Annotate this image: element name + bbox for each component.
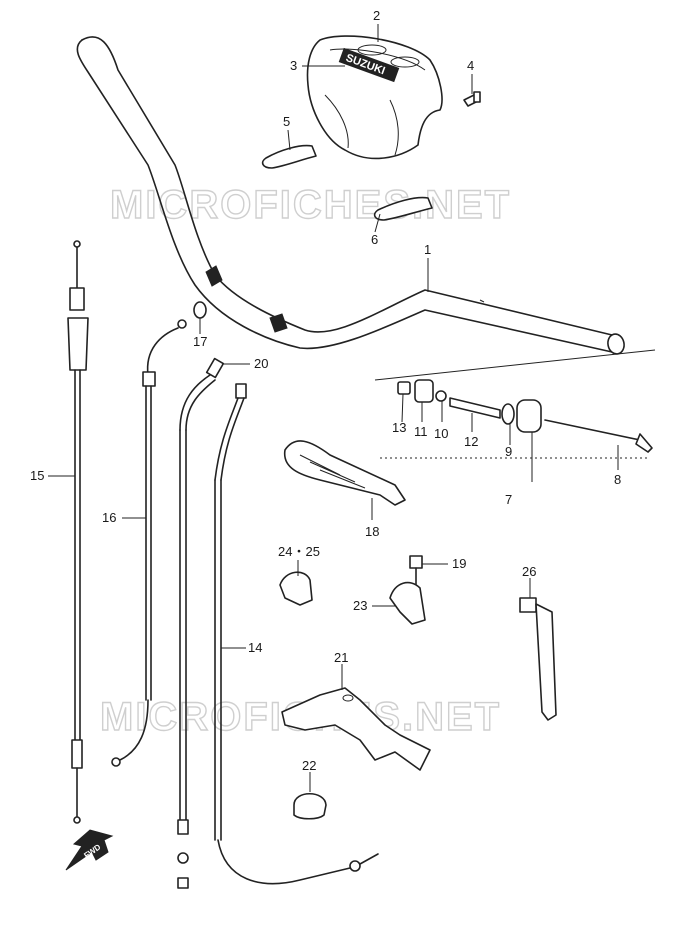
bolt-4 (463, 91, 481, 107)
label-22: 22 (302, 758, 316, 773)
handlebar (76, 36, 625, 355)
label-21: 21 (334, 650, 348, 665)
bracket-5 (261, 144, 317, 169)
label-15: 15 (30, 468, 44, 483)
bracket-18 (284, 440, 406, 506)
label-23: 23 (353, 598, 367, 613)
part-labels: 2 3 4 5 6 1 13 11 10 12 9 7 8 18 17 20 1… (30, 8, 621, 773)
clamp-22 (293, 792, 327, 820)
label-26: 26 (522, 564, 536, 579)
cap-17 (193, 301, 207, 319)
label-12: 12 (464, 434, 478, 449)
label-17: 17 (193, 334, 207, 349)
cable-14 (214, 383, 379, 885)
label-9: 9 (505, 444, 512, 459)
label-13: 13 (392, 420, 406, 435)
cable-middle (177, 357, 225, 889)
bracket-21 (281, 687, 431, 771)
label-1: 1 (424, 242, 431, 257)
bracket-6 (373, 196, 433, 221)
label-14: 14 (248, 640, 262, 655)
label-20: 20 (254, 356, 268, 371)
watermark-top: MICROFICHES.NET (110, 183, 511, 227)
label-7: 7 (505, 492, 512, 507)
leader-lines (48, 24, 619, 792)
bar-end-assembly (374, 349, 656, 459)
label-16: 16 (102, 510, 116, 525)
cable-tie-26 (519, 597, 557, 721)
fwd-arrow: FWD (65, 829, 114, 871)
label-18: 18 (365, 524, 379, 539)
label-19: 19 (452, 556, 466, 571)
handlebar-cover: SUZUKI (306, 35, 443, 160)
label-8: 8 (614, 472, 621, 487)
label-2: 2 (373, 8, 380, 23)
clamp-24-25 (279, 571, 313, 606)
bolt-19 (409, 555, 423, 585)
cable-16 (111, 319, 187, 767)
clamp-23 (389, 581, 426, 625)
label-24-25: 24・25 (278, 544, 320, 559)
label-10: 10 (434, 426, 448, 441)
cable-15 (67, 240, 89, 824)
label-3: 3 (290, 58, 297, 73)
label-4: 4 (467, 58, 474, 73)
label-6: 6 (371, 232, 378, 247)
label-11: 11 (414, 424, 428, 439)
label-5: 5 (283, 114, 290, 129)
